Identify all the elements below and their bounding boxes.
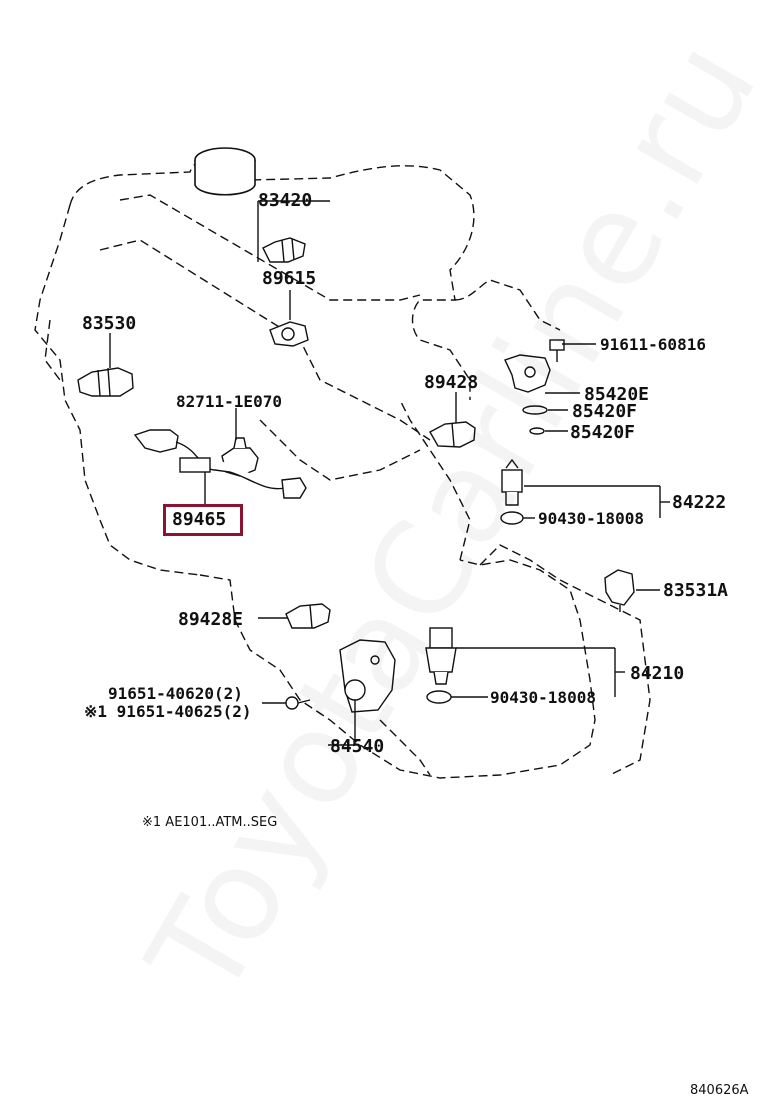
part-label-89465[interactable]: 89465 xyxy=(172,509,227,530)
sensor-parts xyxy=(77,237,635,713)
sensor-83420 xyxy=(262,237,306,263)
sensor-84210 xyxy=(425,627,457,685)
sensor-85420e xyxy=(504,354,551,393)
part-label-83420[interactable]: 83420 xyxy=(258,190,313,211)
highlight-box-89465 xyxy=(163,504,243,536)
oxygen-sensor-89465 xyxy=(133,429,307,499)
engine-outline xyxy=(34,151,651,779)
bolt-91651 xyxy=(285,696,311,710)
switch-84540 xyxy=(339,639,396,713)
part-label-84210[interactable]: 84210 xyxy=(630,663,685,684)
switch-84222 xyxy=(501,458,523,506)
part-label-89428e[interactable]: 89428E xyxy=(178,609,244,630)
bolt-91611 xyxy=(549,339,565,362)
part-label-89428[interactable]: 89428 xyxy=(424,372,479,393)
part-label-91651-40625[interactable]: ※1 91651-40625(2) xyxy=(84,702,252,721)
part-label-91651-40620[interactable]: 91651-40620(2) xyxy=(108,684,243,703)
part-label-84540[interactable]: 84540 xyxy=(330,736,385,757)
part-label-91611-60816[interactable]: 91611-60816 xyxy=(600,335,706,354)
part-label-90430-18008-b[interactable]: 90430-18008 xyxy=(490,688,596,707)
part-label-84222[interactable]: 84222 xyxy=(672,492,727,513)
sensor-89428e xyxy=(285,603,331,629)
leader-lines xyxy=(109,200,670,746)
part-label-82711-1e070[interactable]: 82711-1E070 xyxy=(176,392,282,411)
engine-cap xyxy=(194,147,256,196)
part-label-83531a[interactable]: 83531A xyxy=(663,580,729,601)
sensor-89428 xyxy=(429,421,476,448)
part-label-83530[interactable]: 83530 xyxy=(82,313,137,334)
part-label-85420f-2[interactable]: 85420F xyxy=(570,422,636,443)
sensor-83530 xyxy=(77,367,134,397)
footnote: ※1 AE101..ATM..SEG xyxy=(142,815,278,830)
part-label-85420e[interactable]: 85420E xyxy=(584,384,650,405)
sensor-83531a xyxy=(604,569,635,612)
o-ring-85420f-small xyxy=(529,427,545,435)
part-label-90430-18008-a[interactable]: 90430-18008 xyxy=(538,509,644,528)
sheet-id: 840626A xyxy=(690,1083,749,1098)
o-ring-85420f xyxy=(522,405,548,415)
sensor-89615 xyxy=(269,321,309,347)
part-label-89615[interactable]: 89615 xyxy=(262,268,317,289)
part-label-85420f-1[interactable]: 85420F xyxy=(572,401,638,422)
